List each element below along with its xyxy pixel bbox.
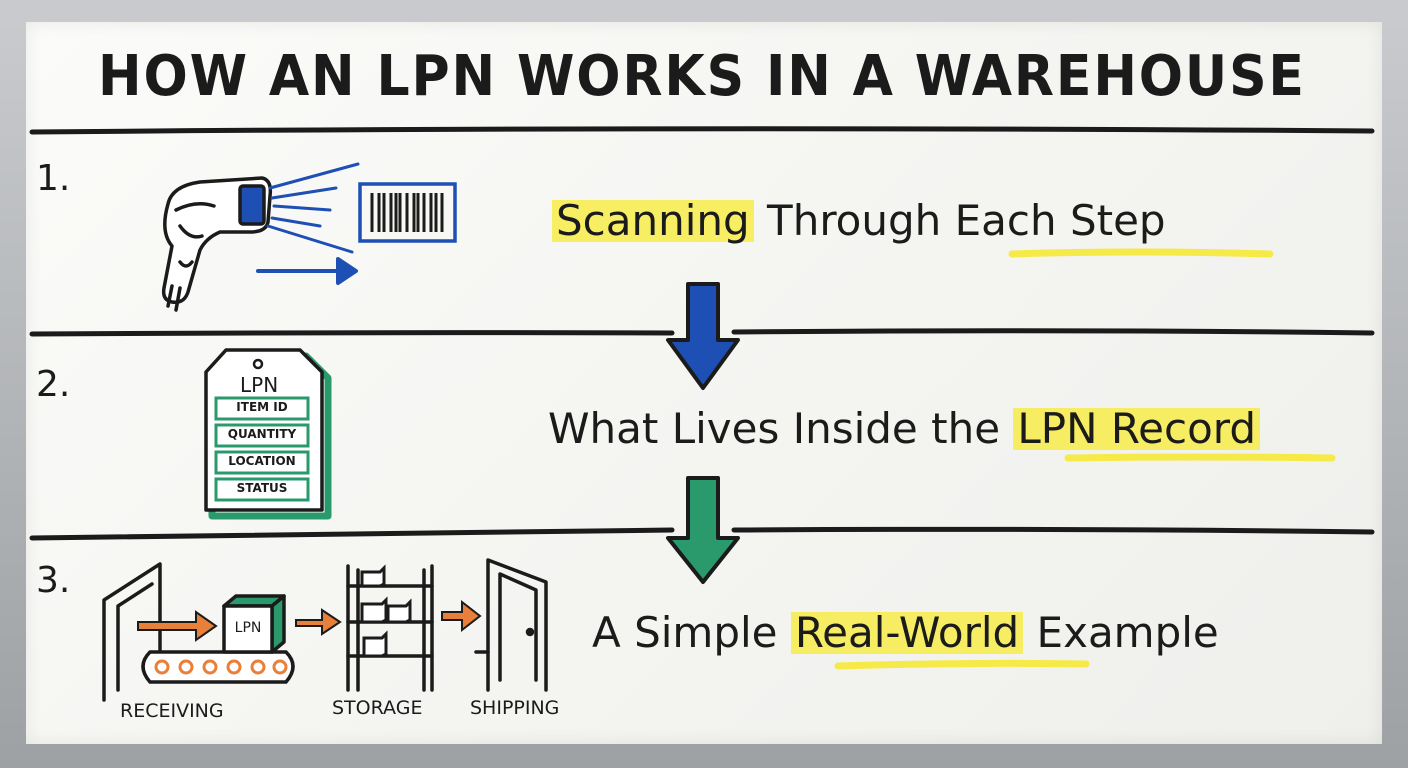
underline-each-step — [1008, 248, 1274, 258]
lpn-field-status: STATUS — [236, 481, 288, 495]
scan-direction-arrow — [256, 257, 358, 285]
step-1-number: 1. — [36, 158, 71, 199]
orange-flow-arrow-2 — [295, 608, 342, 636]
blue-down-arrow-icon — [666, 282, 740, 390]
receiving-door-icon — [102, 562, 162, 702]
stage-shipping-label: SHIPPING — [470, 697, 560, 719]
divider-line-3-right — [731, 526, 1375, 535]
heading-text: Example — [1023, 608, 1219, 657]
lpn-package-box-icon — [222, 594, 286, 654]
storage-shelf-icon — [346, 564, 434, 692]
orange-flow-arrow-1 — [137, 610, 218, 642]
orange-flow-arrow-3 — [441, 599, 482, 633]
underline-lpn-record — [1064, 453, 1336, 462]
step-2-number: 2. — [36, 364, 71, 405]
heading-text-each: Each — [954, 196, 1057, 245]
barcode-icon — [358, 182, 457, 243]
barcode-scanner-icon — [161, 176, 273, 312]
lpn-field-boxes — [214, 396, 310, 502]
stage-storage-label: STORAGE — [332, 697, 423, 719]
divider-line-2-right — [731, 328, 1375, 336]
heading-highlight-scanning: Scanning — [552, 196, 754, 245]
stage-receiving-label: RECEIVING — [120, 700, 224, 722]
heading-highlight-lpn-record: LPN Record — [1013, 404, 1260, 453]
step-1-heading: Scanning Through Each Step — [552, 196, 1166, 245]
conveyor-belt-icon — [141, 650, 295, 684]
heading-text: What Lives Inside the — [548, 404, 1014, 453]
divider-line-1 — [29, 126, 1375, 135]
step-3-heading: A Simple Real-World Example — [592, 608, 1219, 657]
divider-line-3-left — [29, 527, 675, 541]
heading-text: Through — [753, 196, 955, 245]
heading-highlight-real-world: Real-World — [790, 608, 1024, 657]
heading-text: A Simple — [592, 608, 791, 657]
lpn-field-quantity: QUANTITY — [227, 427, 297, 441]
lpn-field-item-id: ITEM ID — [236, 400, 288, 414]
scan-beam-lines — [266, 162, 360, 254]
package-lpn-label: LPN — [234, 620, 262, 636]
page-title: HOW AN LPN WORKS IN A WAREHOUSE — [98, 44, 1306, 109]
lpn-tag-label: LPN — [240, 373, 279, 397]
heading-text: Step — [1056, 196, 1166, 245]
step-3-number: 3. — [36, 560, 71, 601]
underline-real-world — [834, 659, 1090, 670]
lpn-field-location: LOCATION — [228, 454, 296, 468]
shipping-door-icon — [474, 558, 548, 692]
divider-line-2-left — [29, 330, 675, 337]
green-down-arrow-icon — [666, 476, 740, 584]
step-2-heading: What Lives Inside the LPN Record — [548, 404, 1260, 453]
